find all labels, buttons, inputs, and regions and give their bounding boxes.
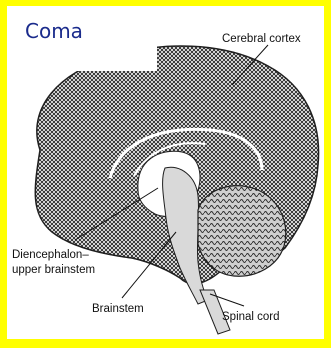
label-brainstem: Brainstem: [92, 303, 144, 315]
cerebellum-region: [198, 186, 286, 276]
label-spinal-cord: Spinal cord: [222, 311, 280, 323]
label-diencephalon-line1: Diencephalon–: [12, 249, 89, 261]
slide-title: Coma: [25, 19, 83, 43]
label-diencephalon-line2: upper brainstem: [12, 264, 95, 276]
label-cerebral-cortex: Cerebral cortex: [222, 33, 301, 45]
